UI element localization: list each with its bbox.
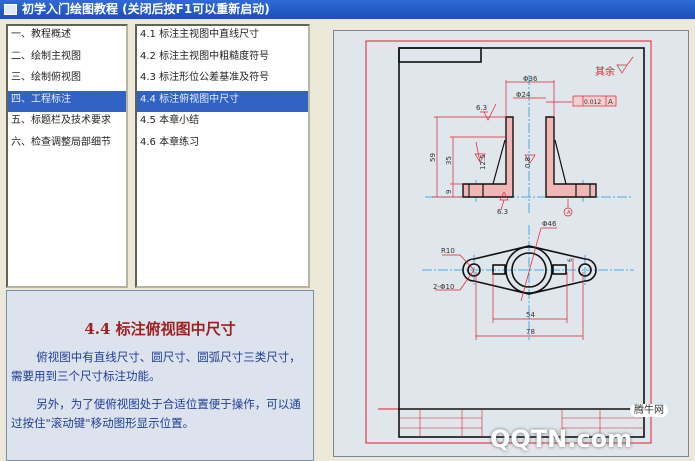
chapter-item-selected[interactable]: 四、工程标注	[8, 90, 126, 112]
roughness-0-8: 0.8	[524, 157, 532, 168]
section-item[interactable]: 4.1 标注主视图中直线尺寸	[140, 29, 260, 40]
window-title-bar: 初学入门绘图教程 (关闭后按F1可以重新启动)	[0, 0, 695, 19]
outer-frame	[365, 40, 652, 444]
rest-roughness-label: 其余	[595, 65, 615, 78]
lesson-paragraph: 俯视图中有直线尺寸、圆尺寸、圆弧尺寸三类尺寸，需要用到三个尺寸标注功能。	[11, 350, 301, 383]
chapter-item[interactable]: 六、检查调整局部细节	[11, 136, 111, 148]
title-block	[399, 409, 644, 437]
datum-label: A	[608, 98, 613, 106]
section-item[interactable]: 4.5 本章小结	[140, 115, 200, 126]
lesson-paragraph: 另外，为了使俯视图处于合适位置便于操作，可以通过按住"滚动键"移动图形显示位置。	[11, 397, 301, 430]
roughness-6-3-bottom: 6.3	[497, 208, 508, 216]
app-icon	[4, 4, 17, 15]
top-view	[462, 245, 597, 295]
section-item[interactable]: 4.3 标注形位公差基准及符号	[140, 72, 270, 83]
dim-phi46: Φ46	[542, 220, 557, 228]
dim-phi24: Φ24	[516, 91, 531, 99]
section-list[interactable]: 4.1 标注主视图中直线尺寸 4.2 标注主视图中粗糙度符号 4.3 标注形位公…	[135, 24, 310, 288]
dimension-lines	[432, 56, 634, 340]
dim-35: 35	[445, 156, 453, 165]
drawing-border	[398, 47, 645, 438]
window-title: 初学入门绘图教程 (关闭后按F1可以重新启动)	[22, 2, 270, 16]
dimension-texts: Φ36 Φ24 0.012 A 其余 6.3 6.3 A 59 35 9 12.…	[429, 65, 615, 336]
dim-54: 54	[526, 311, 535, 319]
tolerance-value: 0.012	[584, 99, 601, 106]
lesson-panel: 4.4 标注俯视图中尺寸 俯视图中有直线尺寸、圆尺寸、圆弧尺寸三类尺寸，需要用到…	[6, 290, 314, 461]
dim-9: 9	[445, 190, 453, 194]
dim-78: 78	[526, 328, 535, 336]
chapter-item[interactable]: 三、绘制俯视图	[11, 72, 81, 83]
section-item[interactable]: 4.6 本章练习	[140, 136, 200, 148]
chapter-item[interactable]: 二、绘制主视图	[11, 50, 81, 62]
dim-r10: R10	[441, 247, 455, 255]
chapter-list[interactable]: 一、教程概述 二、绘制主视图 三、绘制俯视图 四、工程标注 五、标题栏及技术要求…	[6, 24, 128, 288]
drawing-canvas[interactable]	[333, 30, 689, 457]
lesson-heading: 4.4 标注俯视图中尺寸	[84, 320, 236, 338]
chapter-item[interactable]: 一、教程概述	[11, 29, 71, 40]
centerlines	[422, 75, 634, 340]
section-item[interactable]: 4.2 标注主视图中粗糙度符号	[140, 50, 270, 62]
roughness-6-3-top: 6.3	[476, 104, 487, 112]
watermark-site: 腾牛网	[630, 404, 668, 417]
watermark-logo: QQTN.com	[490, 425, 633, 453]
section-item-selected[interactable]: 4.4 标注俯视图中尺寸	[137, 90, 308, 112]
dim-phi36: Φ36	[523, 75, 538, 83]
dim-holes: 2-Φ10	[433, 283, 454, 291]
dim-6: 6	[567, 258, 574, 262]
chapter-item[interactable]: 五、标题栏及技术要求	[11, 115, 111, 126]
datum-circle-label: A	[567, 210, 571, 216]
dim-59: 59	[429, 153, 437, 162]
roughness-12-5: 12.5	[479, 154, 487, 170]
